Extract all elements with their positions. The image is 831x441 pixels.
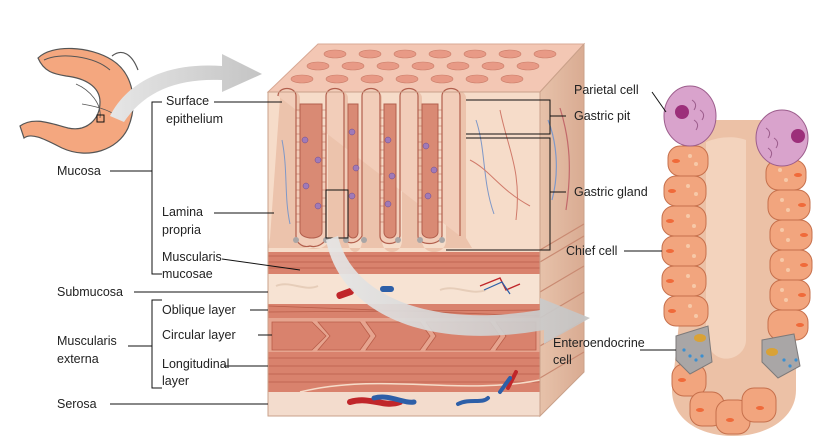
enteroendocrine-cells	[675, 325, 801, 379]
label-chief-cell: Chief cell	[566, 244, 617, 258]
label-gastric-gland: Gastric gland	[574, 185, 648, 199]
label-enteroendocrine-cell-1: Enteroendocrine	[553, 336, 645, 350]
stomach-icon	[19, 47, 139, 154]
arrow-lower	[326, 236, 590, 344]
label-lamina-propria-2: propria	[162, 223, 201, 237]
label-circular-layer: Circular layer	[162, 328, 236, 342]
label-surface-epithelium-1: Surface	[166, 94, 209, 108]
label-muscularis-mucosae-2: mucosae	[162, 267, 213, 281]
gastric-pits	[277, 87, 461, 248]
arrow-upper	[110, 54, 262, 122]
leader-lines	[110, 91, 676, 405]
label-surface-epithelium-2: epithelium	[166, 112, 223, 126]
label-gastric-pit: Gastric pit	[574, 109, 631, 123]
label-lamina-propria-1: Lamina	[162, 205, 203, 219]
label-muscularis-externa-2: externa	[57, 352, 99, 366]
parietal-cells	[663, 85, 809, 167]
gastric-gland-detail	[661, 85, 813, 436]
labels: Surface epithelium Mucosa Lamina propria…	[57, 83, 648, 411]
label-parietal-cell: Parietal cell	[574, 83, 639, 97]
label-oblique-layer: Oblique layer	[162, 303, 236, 317]
label-serosa: Serosa	[57, 397, 97, 411]
label-longitudinal-layer-2: layer	[162, 374, 189, 388]
label-enteroendocrine-cell-2: cell	[553, 353, 572, 367]
label-submucosa: Submucosa	[57, 285, 123, 299]
label-muscularis-externa-1: Muscularis	[57, 334, 117, 348]
label-muscularis-mucosae-1: Muscularis	[162, 250, 222, 264]
label-mucosa: Mucosa	[57, 164, 101, 178]
label-longitudinal-layer-1: Longitudinal	[162, 357, 229, 371]
